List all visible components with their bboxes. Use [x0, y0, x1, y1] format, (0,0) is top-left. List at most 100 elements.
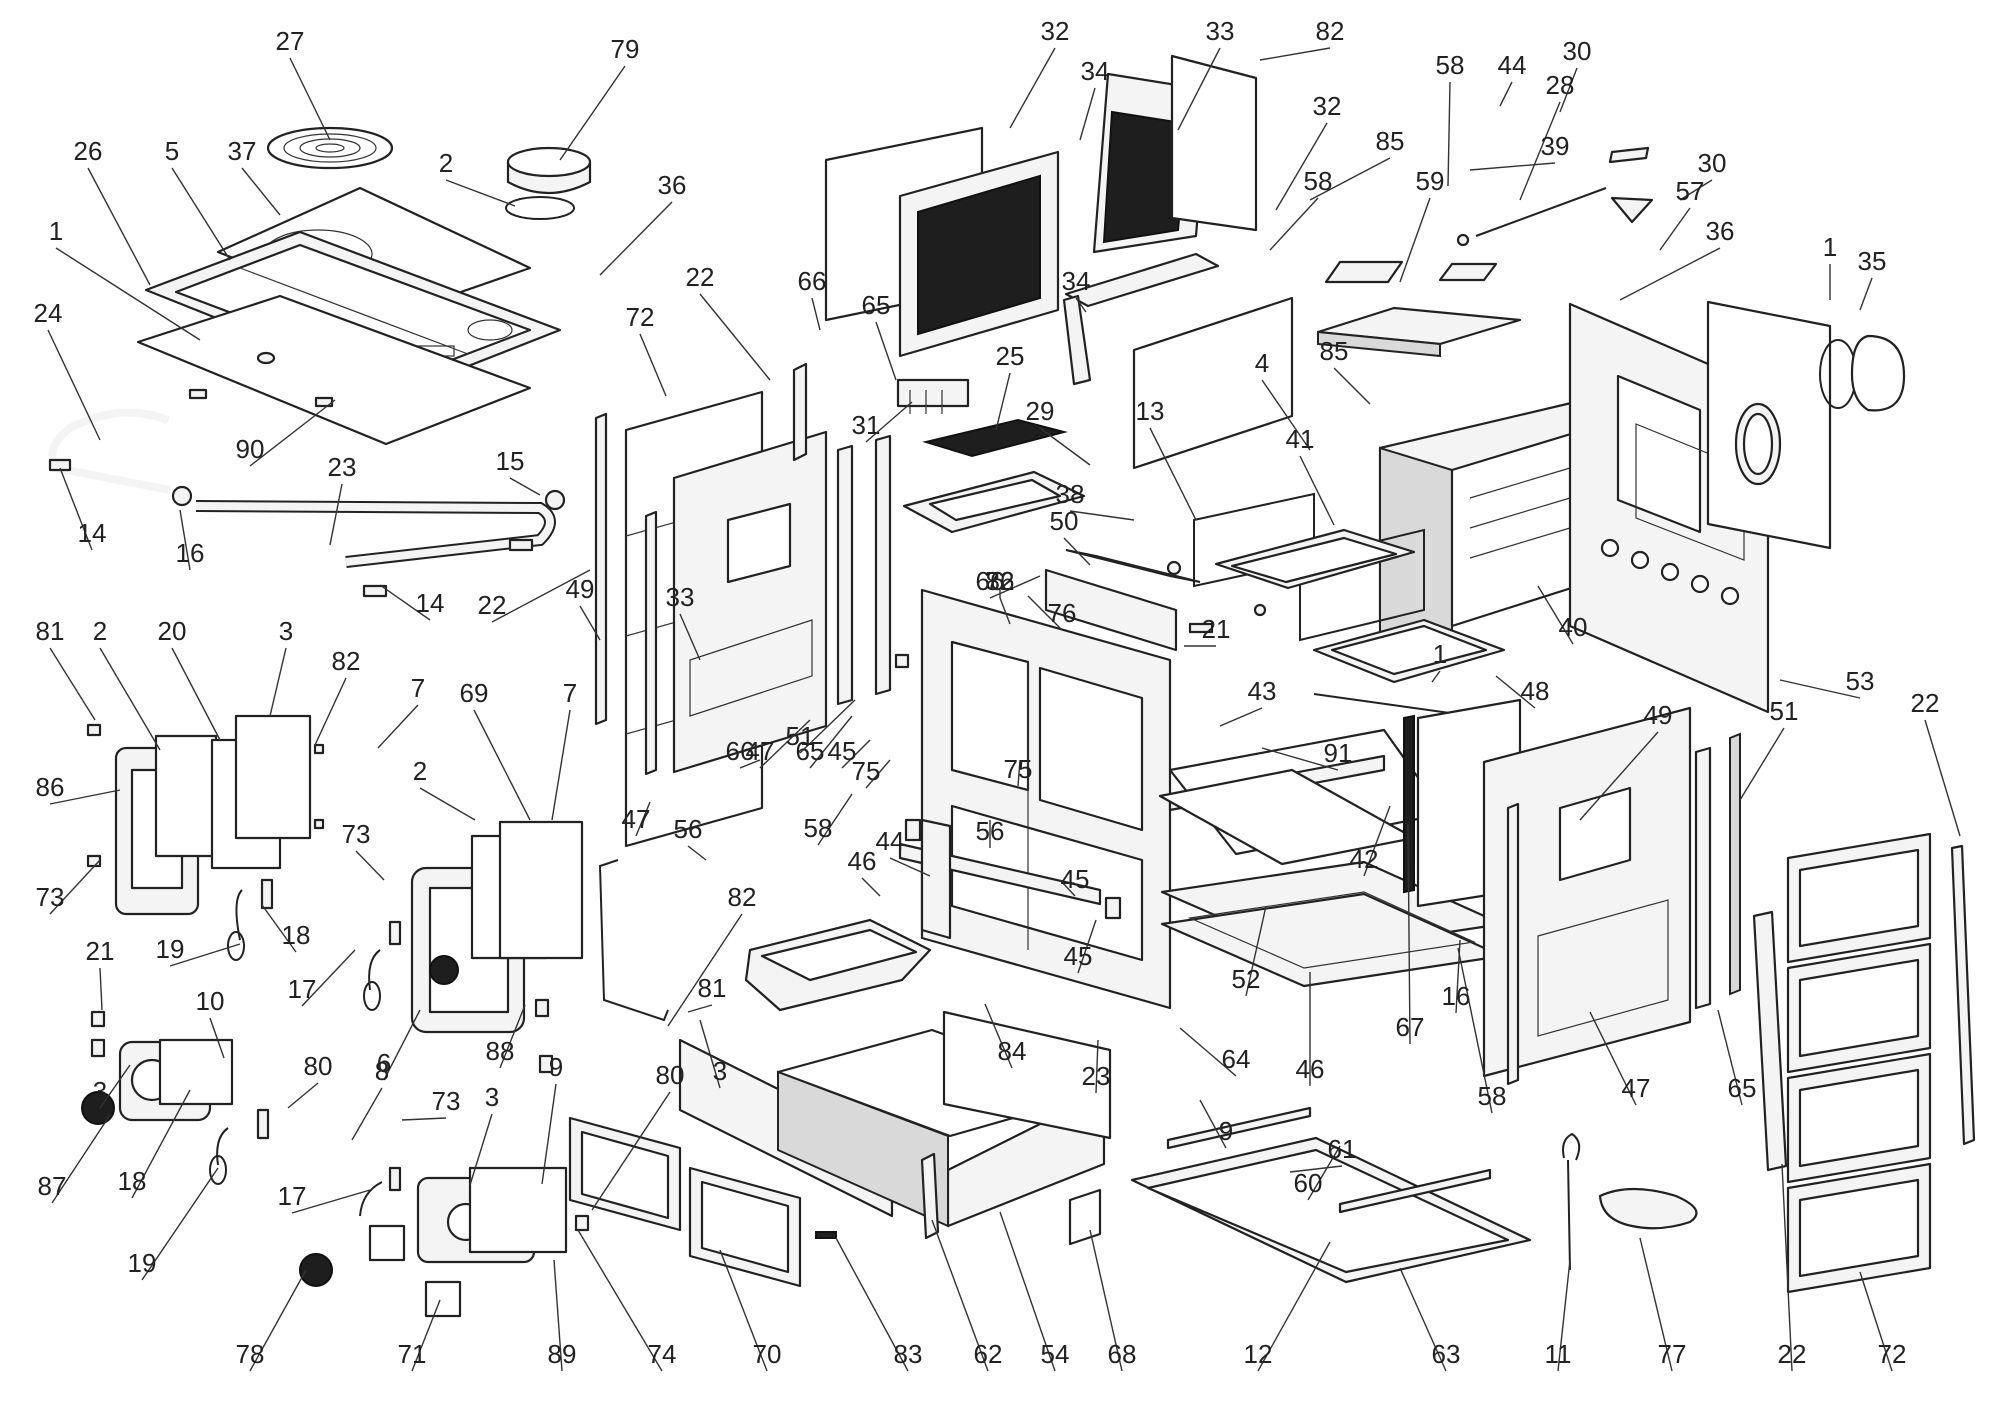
callout-label-65: 65 — [1728, 1073, 1757, 1103]
leader-line-72 — [1859, 1271, 1893, 1372]
callout-label-9: 9 — [1219, 1116, 1233, 1146]
callout-label-22: 22 — [1911, 688, 1940, 718]
leader-line-75 — [865, 759, 891, 789]
ash-pan — [744, 918, 932, 1012]
leader-line-2 — [419, 787, 476, 821]
leader-line-69 — [473, 709, 531, 821]
callout-label-20: 20 — [158, 616, 187, 646]
callout-label-3: 3 — [279, 616, 293, 646]
callout-label-7: 7 — [563, 678, 577, 708]
small-door-left — [81, 1010, 234, 1125]
leader-line-10 — [209, 1017, 225, 1059]
lower-door-hinge-parts — [359, 1166, 402, 1217]
callout-label-78: 78 — [236, 1339, 265, 1369]
leader-line-36 — [1619, 247, 1721, 301]
callout-label-28: 28 — [1546, 70, 1575, 100]
leader-line-27 — [289, 57, 331, 141]
callout-label-74: 74 — [648, 1339, 677, 1369]
leader-line-72 — [639, 333, 667, 397]
leader-line-19 — [169, 943, 241, 967]
leader-line-22 — [1781, 1163, 1793, 1372]
leader-line-45 — [1077, 919, 1097, 974]
leader-line-76 — [999, 597, 1011, 625]
upper-door-assembly — [86, 714, 312, 916]
callout-label-15: 15 — [496, 446, 525, 476]
leader-line-54 — [999, 1211, 1056, 1372]
leader-line-47 — [759, 719, 811, 769]
callout-label-48: 48 — [1521, 676, 1550, 706]
callout-label-49: 49 — [566, 574, 595, 604]
callout-label-75: 75 — [852, 756, 881, 786]
callout-label-21: 21 — [1202, 614, 1231, 644]
leader-line-16 — [179, 509, 191, 571]
callout-label-17: 17 — [288, 974, 317, 1004]
leader-line-89 — [553, 1259, 563, 1372]
callout-label-38: 38 — [1056, 479, 1085, 509]
callout-label-51: 51 — [1770, 696, 1799, 726]
callout-label-24: 24 — [34, 298, 63, 328]
callout-label-85: 85 — [1320, 336, 1349, 366]
callout-label-16: 16 — [176, 538, 205, 568]
leader-line-26 — [87, 167, 151, 286]
towel-rail-front — [195, 500, 556, 568]
callout-label-11: 11 — [1545, 1339, 1572, 1369]
callout-label-3: 3 — [485, 1082, 499, 1112]
callout-label-18: 18 — [282, 920, 311, 950]
leader-line-45 — [841, 739, 871, 769]
side-panel-left — [672, 430, 828, 774]
callout-label-84: 84 — [998, 1036, 1027, 1066]
ash-door — [410, 820, 584, 1074]
leader-line-3 — [699, 1019, 721, 1089]
grate-tray — [922, 418, 1068, 458]
callout-label-52: 52 — [1232, 964, 1261, 994]
callout-label-43: 43 — [1248, 676, 1277, 706]
leader-line-9 — [541, 1083, 557, 1185]
callout-label-37: 37 — [228, 136, 257, 166]
fire-door-lower — [299, 1166, 590, 1318]
callout-label-61: 61 — [1328, 1134, 1357, 1164]
callout-label-21: 21 — [86, 936, 115, 966]
leader-line-62 — [931, 1219, 989, 1372]
decor-panels-bottom — [568, 1116, 802, 1288]
callout-label-22: 22 — [478, 590, 507, 620]
callout-label-67: 67 — [1396, 1012, 1425, 1042]
leader-line-66 — [811, 297, 821, 331]
leader-line-37 — [241, 167, 281, 216]
leader-line-50 — [1063, 537, 1091, 566]
callout-label-44: 44 — [876, 826, 905, 856]
leader-line-43 — [1219, 707, 1263, 727]
callout-label-71: 71 — [398, 1339, 427, 1369]
leader-line-1 — [1431, 670, 1441, 683]
leader-line-14 — [379, 584, 431, 621]
callout-label-75: 75 — [1004, 754, 1033, 784]
callout-label-83: 83 — [894, 1339, 923, 1369]
leader-line-64 — [1179, 1027, 1237, 1077]
cooktop-pins — [188, 351, 334, 408]
leader-line-81 — [49, 647, 96, 721]
callout-label-14: 14 — [416, 588, 445, 618]
leader-line-82 — [1259, 47, 1331, 61]
leader-line-7 — [551, 709, 571, 821]
callout-label-45: 45 — [828, 736, 857, 766]
callout-label-63: 63 — [1432, 1339, 1461, 1369]
leader-line-56 — [687, 845, 707, 861]
callout-label-80: 80 — [304, 1051, 333, 1081]
flue-liner — [1062, 252, 1220, 386]
upper-hinge-parts — [227, 743, 325, 961]
callout-label-46: 46 — [1296, 1054, 1325, 1084]
callout-label-23: 23 — [328, 452, 357, 482]
callout-label-82: 82 — [332, 646, 361, 676]
leader-line-88 — [499, 1004, 526, 1069]
oven-glove — [1598, 1187, 1698, 1230]
callout-label-31: 31 — [852, 410, 881, 440]
leader-line-49 — [579, 605, 601, 641]
callout-label-41: 41 — [1286, 424, 1315, 454]
leader-line-22 — [491, 569, 591, 623]
leader-line-78 — [249, 1269, 307, 1372]
leader-line-4 — [1261, 379, 1311, 451]
callout-label-56: 56 — [976, 816, 1005, 846]
callout-label-45: 45 — [1061, 864, 1090, 894]
callout-label-47: 47 — [746, 736, 775, 766]
callout-label-6: 6 — [377, 1048, 391, 1078]
callout-label-86: 86 — [36, 772, 65, 802]
